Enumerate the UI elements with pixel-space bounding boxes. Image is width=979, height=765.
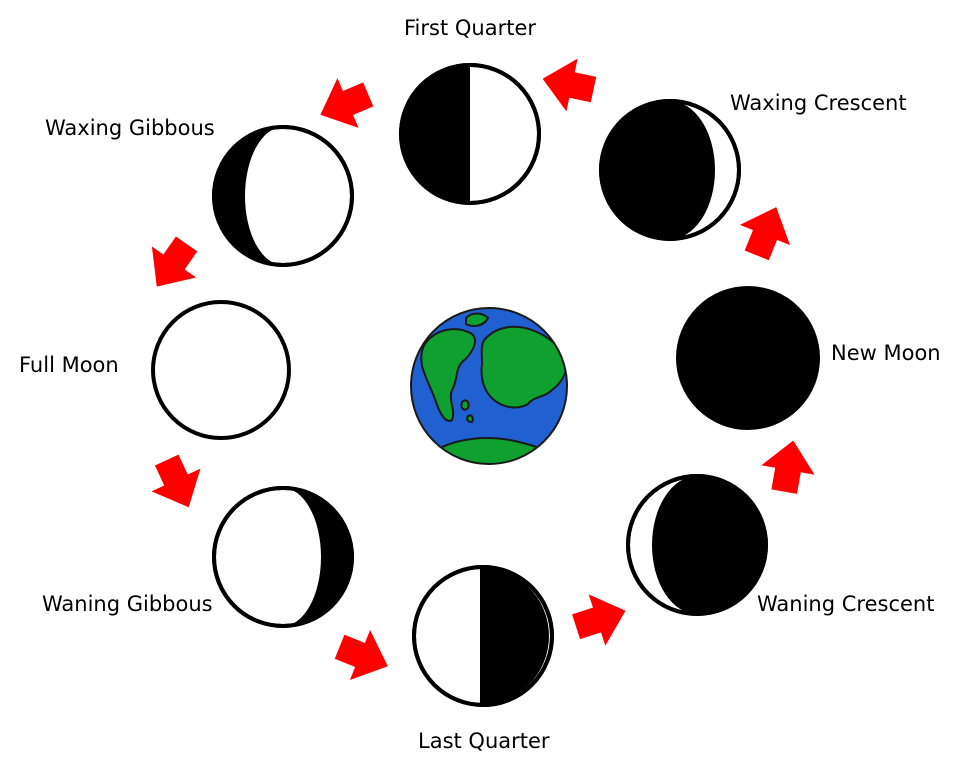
earth-icon <box>410 307 568 465</box>
label-full-moon: Full Moon <box>19 353 119 377</box>
moon-full <box>151 300 291 440</box>
label-waning-gibbous: Waning Gibbous <box>42 592 213 616</box>
label-new-moon: New Moon <box>831 341 941 365</box>
label-waxing-gibbous: Waxing Gibbous <box>45 116 215 140</box>
label-last-quarter: Last Quarter <box>418 729 550 753</box>
moon-new <box>676 286 820 430</box>
arrow-first-quarter-to-waxing-gibbous <box>320 78 374 128</box>
moon-first-quarter <box>399 63 541 205</box>
arrow-new-to-waxing-crescent <box>739 207 791 261</box>
label-waning-crescent: Waning Crescent <box>757 592 934 616</box>
moon-last-quarter <box>412 565 554 707</box>
moon-waxing-gibbous <box>212 125 354 267</box>
arrow-waning-gibbous-to-last-quarter <box>334 629 388 681</box>
arrow-waning-crescent-to-new <box>761 440 815 494</box>
arrow-full-to-waning-gibbous <box>151 454 201 508</box>
label-waxing-crescent: Waxing Crescent <box>730 91 907 115</box>
arrow-waxing-gibbous-to-full <box>151 236 198 287</box>
moon-waxing-crescent <box>599 99 741 241</box>
arrow-waxing-crescent-to-first-quarter <box>542 58 597 112</box>
arrow-last-quarter-to-waning-crescent <box>572 594 626 646</box>
cycle-arrows <box>151 58 815 681</box>
label-first-quarter: First Quarter <box>404 16 536 40</box>
moon-waning-crescent <box>626 474 768 616</box>
moon-waning-gibbous <box>212 486 354 628</box>
